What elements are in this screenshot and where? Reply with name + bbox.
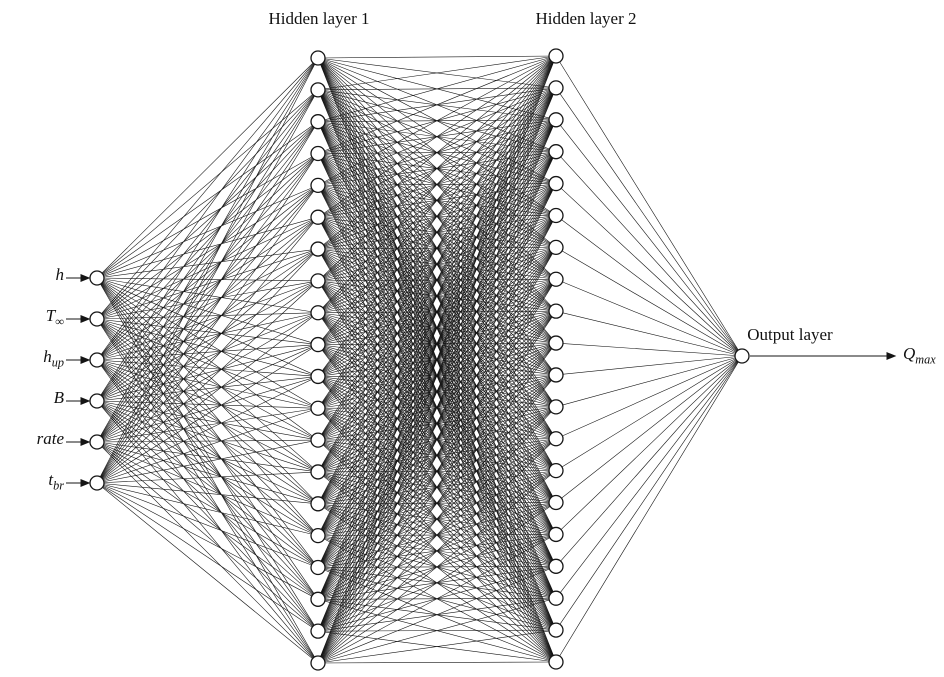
input-label-h: h bbox=[0, 265, 65, 288]
arrows bbox=[66, 274, 897, 487]
hidden1-node bbox=[310, 464, 326, 480]
input-node bbox=[89, 270, 105, 286]
hidden1-node bbox=[310, 655, 326, 671]
input-label-base: rate bbox=[36, 429, 64, 448]
hidden2-node bbox=[548, 558, 564, 574]
output-layer-label: Output layer bbox=[747, 325, 833, 344]
hidden1-node bbox=[310, 209, 326, 225]
hidden2-node bbox=[548, 271, 564, 287]
input-label-h-up: hup bbox=[0, 347, 64, 370]
hidden-layer-2-label: Hidden layer 2 bbox=[535, 9, 637, 28]
input-node bbox=[89, 475, 105, 491]
hidden2-node bbox=[548, 622, 564, 638]
hidden1-node bbox=[310, 114, 326, 130]
input-node bbox=[89, 434, 105, 450]
hidden1-node bbox=[310, 273, 326, 289]
output-label-sub: max bbox=[915, 352, 936, 367]
input-label-t-inf: T∞ bbox=[0, 306, 64, 329]
nodes bbox=[89, 48, 750, 671]
input-label-base: B bbox=[53, 388, 64, 407]
input-label-b: B bbox=[0, 388, 64, 411]
hidden2-node bbox=[548, 144, 564, 160]
hidden1-node bbox=[310, 591, 326, 607]
input-label-base: h bbox=[55, 265, 65, 284]
input-label-base: h bbox=[43, 347, 52, 366]
input-label-t-br: tbr bbox=[0, 470, 64, 493]
hidden2-node bbox=[548, 462, 564, 479]
hidden1-node bbox=[310, 559, 326, 576]
hidden2-node bbox=[548, 48, 564, 64]
hidden2-node bbox=[548, 80, 564, 96]
input-label-sub: br bbox=[53, 478, 64, 493]
input-label-base: t bbox=[48, 470, 54, 489]
hidden1-node bbox=[310, 496, 326, 512]
hidden2-node bbox=[548, 590, 564, 606]
hidden1-node bbox=[310, 400, 326, 416]
hidden1-node bbox=[310, 50, 326, 66]
hidden2-node bbox=[548, 335, 564, 351]
hidden-layer-1-label: Hidden layer 1 bbox=[268, 9, 370, 28]
hidden2-node bbox=[548, 207, 564, 224]
input-node bbox=[89, 352, 105, 368]
hidden1-node bbox=[310, 305, 326, 321]
hidden2-node bbox=[548, 431, 564, 447]
output-label-base: Q bbox=[903, 344, 916, 363]
hidden1-node bbox=[310, 241, 326, 257]
hidden1-node bbox=[310, 177, 326, 194]
input-node bbox=[89, 393, 105, 409]
input-label-sub: up bbox=[51, 355, 64, 370]
hidden2-node bbox=[548, 112, 564, 128]
hidden2-node bbox=[548, 303, 564, 319]
hidden1-node bbox=[310, 527, 326, 544]
hidden1-node bbox=[310, 82, 326, 98]
hidden1-node bbox=[310, 336, 326, 353]
hidden1-node bbox=[310, 623, 326, 639]
output-node bbox=[734, 348, 750, 364]
input-label-sub: ∞ bbox=[55, 314, 64, 329]
input-label-base: T bbox=[45, 306, 56, 325]
hidden2-node bbox=[548, 367, 564, 383]
edges bbox=[96, 55, 743, 664]
hidden1-node bbox=[310, 368, 326, 385]
hidden2-node bbox=[548, 654, 564, 670]
hidden2-node bbox=[548, 175, 564, 192]
hidden2-node bbox=[548, 526, 564, 543]
input-label-rate: rate bbox=[0, 429, 64, 452]
hidden2-node bbox=[548, 399, 564, 415]
hidden1-node bbox=[310, 432, 326, 448]
input-node bbox=[89, 311, 105, 327]
hidden2-node bbox=[548, 239, 564, 256]
hidden2-node bbox=[548, 494, 564, 511]
hidden1-node bbox=[310, 145, 326, 162]
output-value-label: Qmax bbox=[903, 344, 936, 367]
